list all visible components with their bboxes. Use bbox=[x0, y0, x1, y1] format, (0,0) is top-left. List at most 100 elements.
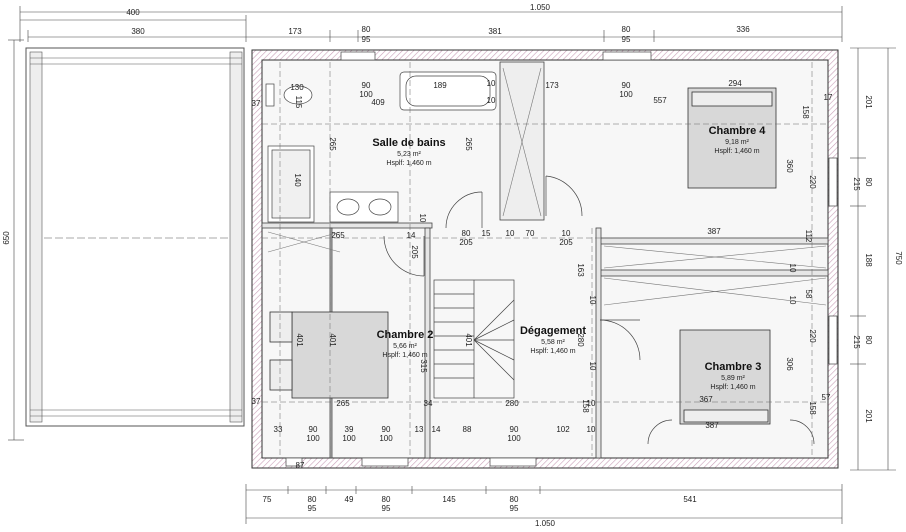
room-area: 5,58 m² bbox=[541, 339, 565, 346]
dim-10c: 10 bbox=[418, 214, 427, 223]
dim-34: 34 bbox=[424, 399, 433, 408]
reference-lines bbox=[262, 62, 828, 456]
right-dim-201a: 201 bbox=[864, 95, 873, 109]
dim-220a: 220 bbox=[808, 175, 817, 189]
room-name: Chambre 3 bbox=[705, 361, 762, 373]
room-area: 5,66 m² bbox=[393, 343, 417, 350]
bottom-dim-95b: 95 bbox=[382, 504, 391, 513]
dim-205a: 205 bbox=[410, 245, 419, 259]
dim-100d: 100 bbox=[306, 434, 320, 443]
room-area: 5,89 m² bbox=[721, 375, 745, 382]
room-hsplf: Hsplf: 1,460 m bbox=[710, 384, 755, 391]
room-name: Chambre 2 bbox=[377, 329, 434, 341]
room-label-degagement: Dégagement 5,58 m² Hsplf: 1,460 m bbox=[520, 325, 586, 355]
dim-10j: 10 bbox=[587, 399, 596, 408]
right-dim-215b: 215 bbox=[852, 335, 861, 349]
dim-163: 163 bbox=[576, 263, 585, 277]
dim-280a: 280 bbox=[576, 333, 585, 347]
left-annex bbox=[25, 47, 245, 427]
room-label-chambre2: Chambre 2 5,66 m² Hsplf: 1,460 m bbox=[377, 329, 434, 359]
bottom-dim-80b: 80 bbox=[382, 495, 391, 504]
dim-90d: 90 bbox=[382, 425, 391, 434]
dim-220b: 220 bbox=[808, 329, 817, 343]
dim-100: 100 bbox=[359, 90, 373, 99]
doors bbox=[383, 175, 815, 445]
dim-15: 15 bbox=[482, 229, 491, 238]
room-hsplf: Hsplf: 1,460 m bbox=[382, 352, 427, 359]
interior-dims-f: 33 90 33 39 90 13 14 88 90 102 10 bbox=[274, 425, 596, 434]
bottom-dimension-band bbox=[245, 484, 843, 524]
right-dim-201b: 201 bbox=[864, 409, 873, 423]
dim-10f: 10 bbox=[788, 264, 797, 273]
top-dim-336: 336 bbox=[736, 25, 750, 34]
top-dim-381: 381 bbox=[488, 27, 502, 36]
top-dim-80a: 80 bbox=[362, 25, 371, 34]
interior-dims-c: 265 14 205 10 80 205 15 10 70 205 10 387… bbox=[331, 214, 813, 305]
dim-90e: 90 bbox=[510, 425, 519, 434]
dim-10e: 10 bbox=[562, 229, 571, 238]
dim-100f: 100 bbox=[379, 434, 393, 443]
bottom-dim-80a: 80 bbox=[308, 495, 317, 504]
room-hsplf: Hsplf: 1,460 m bbox=[530, 348, 575, 355]
top-dim-95b: 95 bbox=[622, 35, 631, 44]
room-hsplf: Hsplf: 1,460 m bbox=[386, 160, 431, 167]
dim-401a: 401 bbox=[295, 333, 304, 347]
dim-367: 367 bbox=[699, 395, 713, 404]
dim-140: 140 bbox=[293, 173, 302, 187]
dim-90: 90 bbox=[362, 81, 371, 90]
windows bbox=[285, 51, 838, 467]
room-label-chambre3: Chambre 3 5,89 m² Hsplf: 1,460 m bbox=[705, 361, 762, 391]
dim-115: 115 bbox=[294, 96, 303, 109]
dim-205b: 205 bbox=[459, 238, 473, 247]
bathroom-fixtures bbox=[265, 71, 497, 223]
dim-80: 80 bbox=[462, 229, 471, 238]
interior-dims-g: 100 100 100 100 bbox=[306, 434, 521, 443]
dim-10k: 10 bbox=[587, 425, 596, 434]
dim-90b: 90 bbox=[622, 81, 631, 90]
dim-158: 158 bbox=[801, 105, 810, 119]
dim-10a: 10 bbox=[487, 79, 496, 88]
dim-265a: 265 bbox=[328, 137, 337, 151]
dim-90c: 90 bbox=[309, 425, 318, 434]
top-left-400-dim: 400 bbox=[126, 8, 140, 17]
dim-17: 17 bbox=[824, 93, 833, 102]
dim-205c: 205 bbox=[559, 238, 573, 247]
dim-100b: 100 bbox=[619, 90, 633, 99]
dim-387b: 387 bbox=[705, 421, 719, 430]
dim-401c: 401 bbox=[464, 333, 473, 347]
top-dim-173: 173 bbox=[288, 27, 302, 36]
bottom-dim-49: 49 bbox=[345, 495, 354, 504]
bottom-dim-541: 541 bbox=[683, 495, 697, 504]
dim-409: 409 bbox=[371, 98, 385, 107]
dim-265b: 265 bbox=[464, 137, 473, 151]
dim-173: 173 bbox=[545, 81, 559, 90]
left-dim-650: 650 bbox=[2, 231, 11, 245]
dim-387a: 387 bbox=[707, 227, 721, 236]
interior-dims-h: 37 37 87 bbox=[252, 99, 305, 470]
interior-dims-top: 130 115 90 100 409 189 10 10 173 90 100 … bbox=[290, 79, 742, 109]
dim-158c: 158 bbox=[808, 401, 817, 415]
top-dim-95a: 95 bbox=[362, 35, 371, 44]
dim-37b: 37 bbox=[252, 397, 261, 406]
dim-557: 557 bbox=[653, 96, 667, 105]
room-name: Dégagement bbox=[520, 325, 586, 337]
dim-10d: 10 bbox=[506, 229, 515, 238]
dim-39: 39 bbox=[345, 425, 354, 434]
interior-dims-b: 265 265 140 158 17 360 220 bbox=[293, 93, 833, 189]
dim-70: 70 bbox=[526, 229, 535, 238]
right-dim-80a: 80 bbox=[864, 178, 873, 187]
right-dimension-band bbox=[850, 47, 896, 471]
room-hsplf: Hsplf: 1,460 m bbox=[714, 148, 759, 155]
dim-401b: 401 bbox=[328, 333, 337, 347]
room-name: Salle de bains bbox=[372, 137, 445, 149]
room-label-salle-de-bains: Salle de bains 5,23 m² Hsplf: 1,460 m bbox=[372, 137, 445, 167]
interior-dims-e: 265 34 280 158 10 367 158 57 387 bbox=[336, 393, 831, 430]
dim-100g: 100 bbox=[507, 434, 521, 443]
staircase bbox=[433, 279, 515, 399]
room-label-chambre4: Chambre 4 9,18 m² Hsplf: 1,460 m bbox=[709, 125, 767, 155]
beds bbox=[269, 87, 777, 425]
room-area: 9,18 m² bbox=[725, 139, 749, 146]
dim-57: 57 bbox=[822, 393, 831, 402]
top-dim-380: 380 bbox=[131, 27, 145, 36]
